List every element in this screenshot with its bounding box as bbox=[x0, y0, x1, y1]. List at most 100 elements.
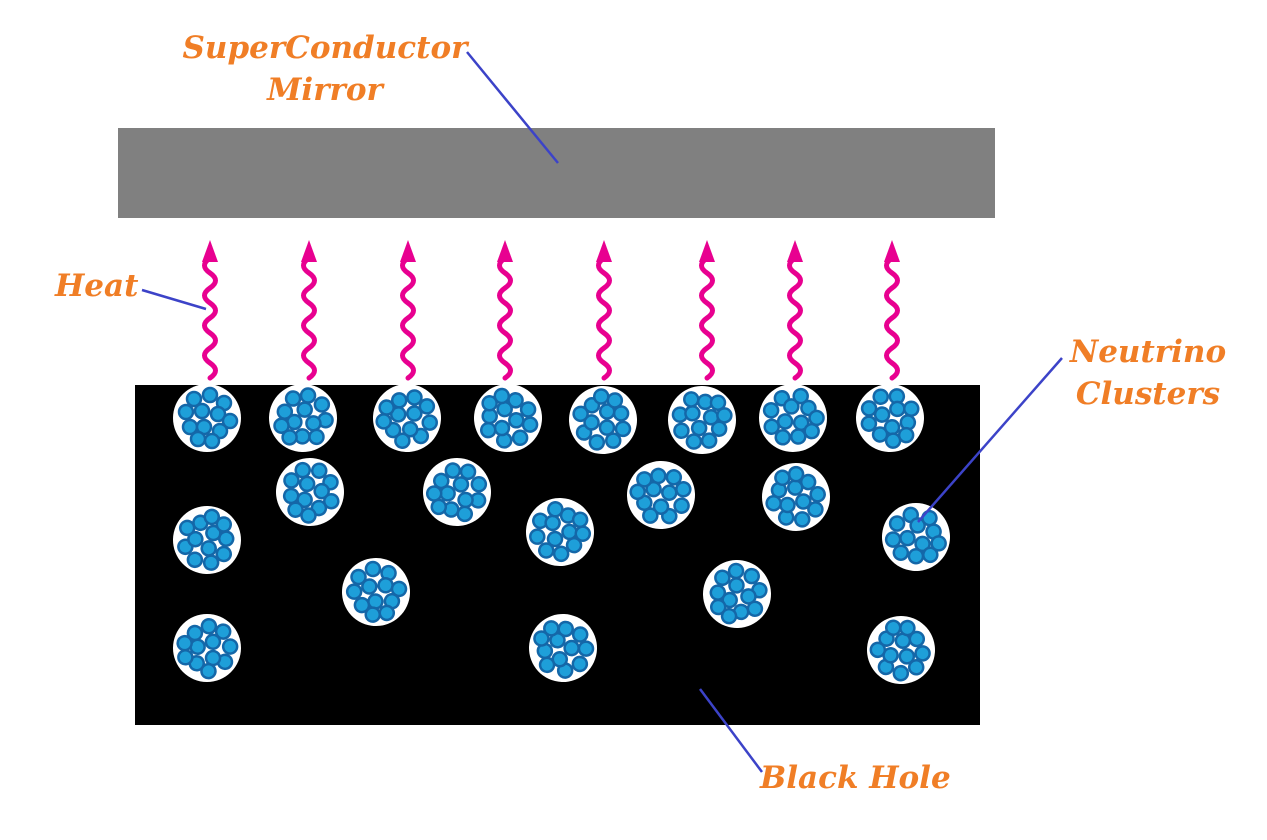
blackhole-pointer-line bbox=[698, 688, 764, 773]
neutrino-dot bbox=[884, 531, 902, 548]
neutrino-dot bbox=[792, 387, 809, 405]
neutrino-dot bbox=[577, 640, 595, 657]
neutrino-dot bbox=[459, 463, 477, 481]
neutrino-cluster bbox=[173, 505, 241, 574]
neutrino-cluster bbox=[867, 616, 936, 684]
neutrino-dot bbox=[283, 472, 300, 489]
neutrino-dot bbox=[770, 481, 788, 499]
neutrino-dot bbox=[776, 413, 794, 430]
heat-arrowhead-icon bbox=[699, 240, 715, 262]
superconductor-mirror-rect bbox=[118, 128, 995, 218]
neutrino-cluster bbox=[423, 458, 491, 526]
neutrino-dot bbox=[209, 405, 227, 423]
neutrino-dot bbox=[714, 569, 731, 587]
neutrino-dot bbox=[740, 588, 757, 605]
heat-wave-squiggle bbox=[202, 255, 218, 381]
heat-wave-arrow bbox=[596, 240, 612, 381]
neutrino-dot bbox=[214, 623, 232, 640]
neutrino-dot bbox=[299, 387, 317, 404]
neutrino-dot bbox=[690, 419, 708, 437]
neutrino-dot bbox=[899, 529, 916, 547]
neutrino-cluster bbox=[269, 385, 337, 452]
neutrino-dot bbox=[189, 430, 207, 448]
neutrino-dot bbox=[203, 508, 221, 526]
neutrino-dot bbox=[572, 405, 589, 423]
neutrino-dot bbox=[728, 577, 745, 594]
heat-arrowhead-icon bbox=[596, 240, 612, 262]
neutrino-cluster bbox=[627, 461, 695, 529]
heat-wave-arrow bbox=[301, 240, 317, 381]
heat-arrowhead-icon bbox=[884, 240, 900, 262]
neutrino-cluster bbox=[568, 386, 637, 454]
neutrino-dot bbox=[177, 403, 195, 421]
neutrino-dot bbox=[720, 607, 738, 625]
neutrino-dot bbox=[383, 592, 401, 610]
neutrino-dot bbox=[294, 428, 311, 445]
heat-wave-arrow bbox=[202, 240, 218, 381]
neutrino-dot bbox=[204, 633, 222, 651]
neutrino-dot bbox=[178, 519, 196, 537]
neutrino-dot bbox=[552, 545, 570, 563]
heat-wave-arrow bbox=[497, 240, 513, 381]
neutrino-dot bbox=[665, 469, 683, 486]
neutrino-dot bbox=[709, 394, 727, 411]
neutrino-dot bbox=[536, 642, 554, 660]
heat-wave-arrow bbox=[884, 240, 900, 381]
neutrino-dot bbox=[807, 501, 824, 518]
neutrino-dot bbox=[588, 434, 606, 451]
neutrino-dot bbox=[443, 501, 460, 518]
neutrino-dot bbox=[592, 388, 610, 405]
neutrino-dot bbox=[313, 482, 330, 500]
neutrino-dot bbox=[793, 511, 811, 528]
neutrino-dot bbox=[493, 419, 511, 437]
heat-wave-arrow bbox=[787, 240, 803, 381]
neutrino-cluster bbox=[526, 498, 594, 566]
neutrino-dot bbox=[470, 475, 488, 493]
neutrino-dot bbox=[457, 491, 474, 509]
neutrino-dot bbox=[546, 530, 564, 548]
neutrino-dot bbox=[860, 415, 878, 432]
neutrino-dot bbox=[508, 412, 525, 429]
neutrino-dot bbox=[700, 432, 718, 449]
neutrino-dot bbox=[305, 415, 322, 432]
neutrino-dot bbox=[378, 399, 395, 416]
neutrino-dot bbox=[186, 551, 204, 569]
neutrino-dot bbox=[869, 641, 887, 659]
neutrino-pointer-line bbox=[917, 357, 1063, 523]
heat-arrowhead-icon bbox=[787, 240, 803, 262]
neutrino-dot bbox=[401, 421, 419, 438]
neutrino-dot bbox=[897, 426, 915, 444]
neutrino-dot bbox=[551, 651, 569, 668]
neutrino-label-line1: Neutrino bbox=[1069, 334, 1227, 370]
neutrino-cluster bbox=[856, 385, 924, 452]
neutrino-dot bbox=[533, 630, 550, 647]
neutrino-dot bbox=[743, 567, 760, 585]
neutrino-dot bbox=[872, 388, 889, 405]
neutrino-dot bbox=[795, 493, 812, 510]
neutrino-dot bbox=[696, 393, 714, 411]
neutrino-dot bbox=[642, 507, 659, 524]
neutrino-dot bbox=[614, 420, 632, 438]
neutrino-dot bbox=[559, 507, 577, 524]
mirror-label-line2: Mirror bbox=[267, 71, 383, 108]
neutrino-cluster bbox=[373, 385, 441, 452]
neutrino-dot bbox=[481, 395, 498, 412]
neutrino-cluster bbox=[528, 614, 597, 682]
heat-pointer-line bbox=[141, 288, 207, 311]
neutrino-dot bbox=[421, 414, 438, 431]
neutrino-dot bbox=[323, 492, 340, 510]
heat-label: Heat bbox=[55, 268, 139, 304]
neutrino-dot bbox=[200, 540, 217, 557]
heat-arrowhead-icon bbox=[301, 240, 317, 262]
neutrino-dot bbox=[892, 544, 910, 561]
neutrino-dot bbox=[808, 409, 825, 427]
neutrino-cluster bbox=[276, 458, 344, 526]
neutrino-dot bbox=[888, 515, 906, 532]
black-hole-label: Black Hole bbox=[760, 760, 951, 796]
neutrino-dot bbox=[727, 562, 745, 580]
neutrino-dot bbox=[202, 554, 220, 571]
neutrino-dot bbox=[892, 664, 910, 682]
neutrino-dot bbox=[200, 617, 218, 635]
mirror-label-line1: SuperConductor bbox=[182, 30, 468, 66]
